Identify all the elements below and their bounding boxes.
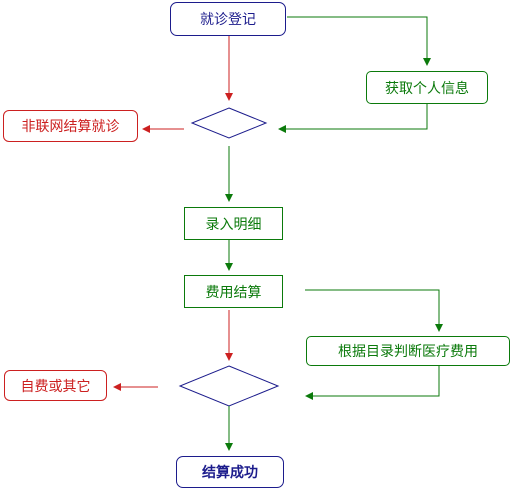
non-network-settlement-label: 非联网结算就诊 xyxy=(21,119,120,135)
arrow-fee-settlement-to-judge-fees xyxy=(305,289,443,332)
judge-medical-fees-node: 根据目录判断医疗费用 xyxy=(306,336,510,366)
enter-details-label: 录入明细 xyxy=(205,216,262,233)
get-personal-info-node: 获取个人信息 xyxy=(366,71,488,104)
judge-medical-fees-label: 根据目录判断医疗费用 xyxy=(338,344,478,360)
arrow-judge-fees-to-decision xyxy=(305,366,440,400)
arrow-personal-info-to-decision xyxy=(278,104,428,133)
registration-node: 就诊登记 xyxy=(170,2,286,36)
settlement-success-label: 结算成功 xyxy=(202,465,258,481)
settlement-success-node: 结算成功 xyxy=(176,456,284,488)
decision-diamond-fee-check xyxy=(178,365,280,407)
fee-settlement-label: 费用结算 xyxy=(205,284,262,301)
decision-diamond-network-check xyxy=(190,107,268,139)
registration-label: 就诊登记 xyxy=(200,12,256,28)
self-paid-or-other-node: 自费或其它 xyxy=(4,370,107,401)
non-network-settlement-node: 非联网结算就诊 xyxy=(3,110,138,142)
get-personal-info-label: 获取个人信息 xyxy=(385,80,469,97)
self-paid-or-other-label: 自费或其它 xyxy=(20,378,91,395)
fee-settlement-node: 费用结算 xyxy=(184,275,283,308)
arrow-registration-to-personal-info xyxy=(287,16,431,66)
enter-details-node: 录入明细 xyxy=(184,207,283,240)
